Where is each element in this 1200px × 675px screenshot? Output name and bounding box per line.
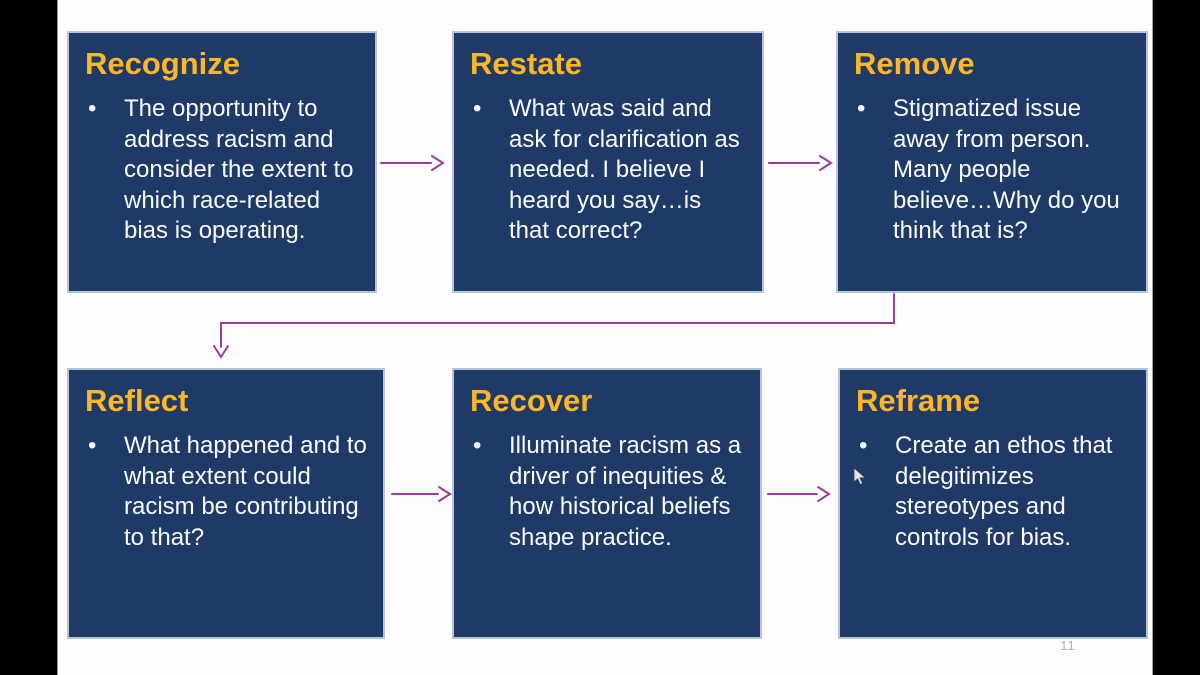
mouse-cursor-icon xyxy=(853,468,866,486)
box-restate: Restate • What was said and ask for clar… xyxy=(452,31,764,293)
box-reframe: Reframe • Create an ethos that delegitim… xyxy=(838,368,1148,639)
box-reflect-bullet: • What happened and to what extent could… xyxy=(85,431,367,553)
bullet-text: What was said and ask for clarification … xyxy=(509,95,740,244)
bullet-marker: • xyxy=(473,432,482,460)
letterbox-left xyxy=(0,0,58,675)
letterbox-right xyxy=(1152,0,1200,675)
box-remove: Remove • Stigmatized issue away from per… xyxy=(836,31,1148,293)
box-remove-bullet: • Stigmatized issue away from person. Ma… xyxy=(854,94,1130,246)
bullet-marker: • xyxy=(473,95,482,123)
box-recover: Recover • Illuminate racism as a driver … xyxy=(452,368,762,639)
box-recognize: Recognize • The opportunity to address r… xyxy=(67,31,377,293)
box-remove-title: Remove xyxy=(854,46,975,81)
box-recover-bullet: • Illuminate racism as a driver of inequ… xyxy=(470,431,744,553)
bullet-text: Illuminate racism as a driver of inequit… xyxy=(509,432,742,551)
bullet-marker: • xyxy=(88,432,97,460)
arrow-recover-reframe xyxy=(767,486,831,502)
arrow-reflect-recover xyxy=(391,486,452,502)
page-number: 11 xyxy=(1060,638,1076,653)
bullet-text: Stigmatized issue away from person. Many… xyxy=(893,95,1120,244)
connector-remove-reflect xyxy=(213,293,895,359)
bullet-text: Create an ethos that delegitimizes stere… xyxy=(895,432,1113,551)
box-recognize-title: Recognize xyxy=(85,46,241,81)
box-recover-title: Recover xyxy=(470,383,593,418)
bullet-marker: • xyxy=(857,95,866,123)
arrow-restate-remove xyxy=(768,155,833,171)
box-reframe-bullet: • Create an ethos that delegitimizes ste… xyxy=(856,431,1130,553)
arrow-recognize-restate xyxy=(380,155,445,171)
bullet-marker: • xyxy=(88,95,97,123)
box-reflect-title: Reflect xyxy=(85,383,189,418)
box-reframe-title: Reframe xyxy=(856,383,981,418)
bullet-marker: • xyxy=(859,432,868,460)
box-restate-title: Restate xyxy=(470,46,582,81)
box-restate-bullet: • What was said and ask for clarificatio… xyxy=(470,94,746,246)
bullet-text: The opportunity to address racism and co… xyxy=(124,95,354,244)
box-reflect: Reflect • What happened and to what exte… xyxy=(67,368,385,639)
bullet-text: What happened and to what extent could r… xyxy=(124,432,367,551)
box-recognize-bullet: • The opportunity to address racism and … xyxy=(85,94,359,246)
